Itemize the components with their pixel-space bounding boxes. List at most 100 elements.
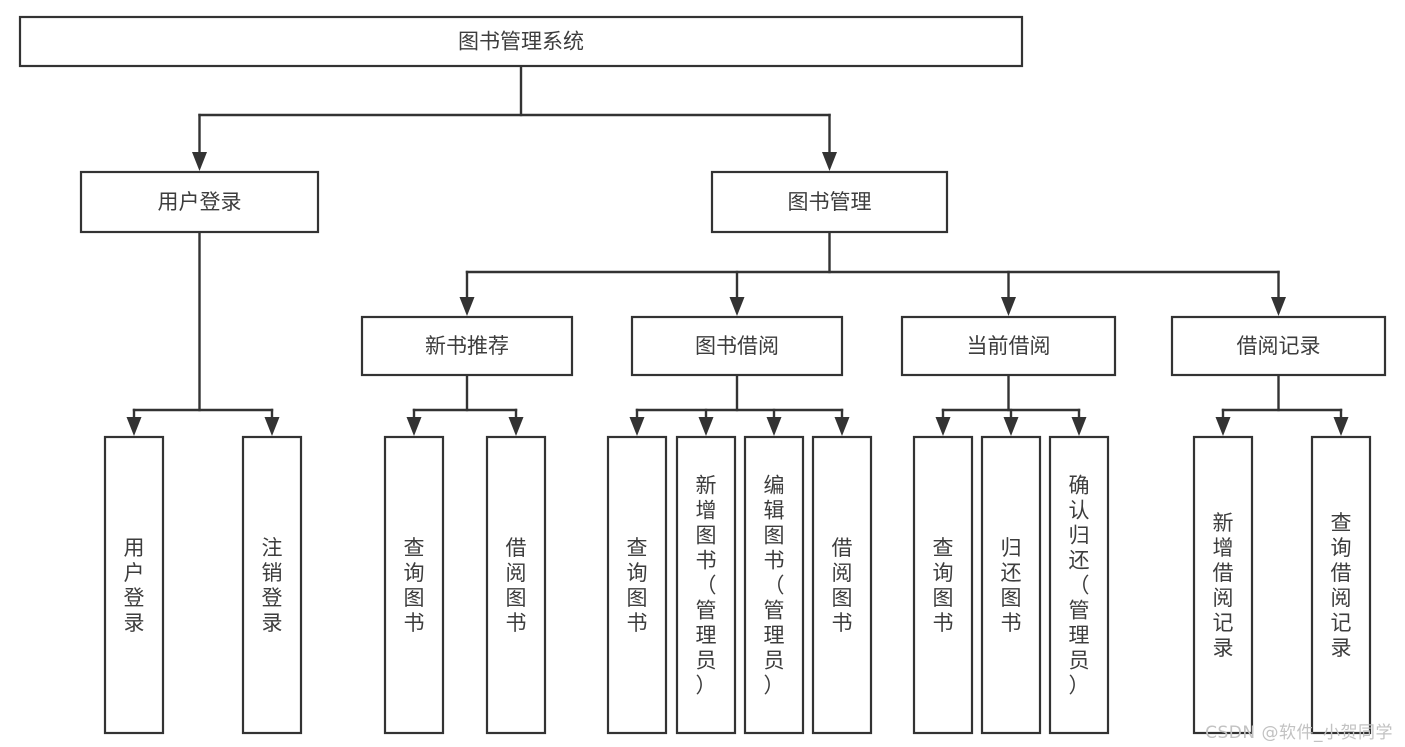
node-box[interactable] [1170, 315, 1387, 377]
node-box[interactable] [103, 435, 165, 735]
node-n3c[interactable]: 当前借阅 [900, 315, 1117, 377]
node-label-char: （ [1069, 574, 1090, 598]
node-box[interactable] [18, 15, 1024, 68]
arrow-head-icon [406, 417, 422, 436]
node-label-char: 图 [696, 524, 717, 548]
node-label-char: 归 [1001, 536, 1022, 560]
node-box[interactable] [675, 435, 737, 735]
node-label-char: 阅 [1331, 586, 1352, 610]
connector-group-n3d [1215, 373, 1349, 436]
node-label: 用户登录 [124, 536, 145, 635]
node-L09[interactable]: 查询图书 [912, 435, 974, 735]
node-L12[interactable]: 新增借阅记录 [1192, 435, 1254, 735]
node-label-char: 理 [764, 624, 785, 648]
node-box[interactable] [811, 435, 873, 735]
node-label: 查询图书 [404, 536, 425, 635]
node-box[interactable] [912, 435, 974, 735]
node-n2b[interactable]: 图书管理 [710, 170, 949, 234]
arrow-head-icon [935, 417, 951, 436]
csdn-watermark: CSDN @软件_小贺同学 [1205, 723, 1393, 743]
node-L10[interactable]: 归还图书 [980, 435, 1042, 735]
node-label-char: ） [764, 674, 785, 698]
node-label-char: 归 [1069, 524, 1090, 548]
node-label-char: ） [696, 674, 717, 698]
node-label-char: 理 [696, 624, 717, 648]
node-label-char: 录 [1331, 636, 1352, 660]
node-label-char: 还 [1001, 561, 1022, 585]
node-label-char: 辑 [764, 499, 785, 523]
node-label: 借阅记录 [1237, 334, 1321, 358]
arrow-head-icon [766, 417, 782, 436]
node-label: 注销登录 [262, 536, 283, 635]
connector-group-n2a [126, 230, 280, 436]
node-L11[interactable]: 确认归还（管理员） [1048, 435, 1110, 735]
node-L03[interactable]: 查询图书 [383, 435, 445, 735]
arrow-head-icon [729, 297, 745, 316]
node-L02[interactable]: 注销登录 [241, 435, 303, 735]
node-L05[interactable]: 查询图书 [606, 435, 668, 735]
node-label: 借阅图书 [506, 536, 527, 635]
node-box[interactable] [360, 315, 574, 377]
node-box[interactable] [606, 435, 668, 735]
node-n3b[interactable]: 图书借阅 [630, 315, 844, 377]
node-label-char: 查 [933, 536, 954, 560]
node-L13[interactable]: 查询借阅记录 [1310, 435, 1372, 735]
node-label: 确认归还（管理员） [1069, 474, 1090, 698]
node-L08[interactable]: 借阅图书 [811, 435, 873, 735]
arrow-head-icon [698, 417, 714, 436]
node-box[interactable] [743, 435, 805, 735]
node-root[interactable]: 图书管理系统 [18, 15, 1024, 68]
node-box[interactable] [1192, 435, 1254, 735]
node-label-char: 管 [696, 599, 717, 623]
node-box[interactable] [241, 435, 303, 735]
arrow-head-icon [126, 417, 142, 436]
node-n3d[interactable]: 借阅记录 [1170, 315, 1387, 377]
node-label: 编辑图书（管理员） [764, 474, 785, 698]
node-label-char: （ [696, 574, 717, 598]
node-box[interactable] [900, 315, 1117, 377]
connector-group-root [192, 64, 837, 171]
node-box[interactable] [79, 170, 320, 234]
arrow-head-icon [822, 152, 837, 171]
node-n2a[interactable]: 用户登录 [79, 170, 320, 234]
connector-group-n3a [406, 373, 524, 436]
node-label-char: 书 [832, 611, 853, 635]
node-label: 新增图书（管理员） [696, 474, 717, 698]
node-box[interactable] [1310, 435, 1372, 735]
node-L01[interactable]: 用户登录 [103, 435, 165, 735]
node-label-char: 询 [1331, 536, 1352, 560]
node-label-char: 阅 [506, 561, 527, 585]
node-label: 查询图书 [933, 536, 954, 635]
node-L06[interactable]: 新增图书（管理员） [675, 435, 737, 735]
node-label: 借阅图书 [832, 536, 853, 635]
node-box[interactable] [383, 435, 445, 735]
node-label-char: 图 [832, 586, 853, 610]
node-box[interactable] [710, 170, 949, 234]
node-label-char: 确 [1069, 474, 1090, 498]
node-n3a[interactable]: 新书推荐 [360, 315, 574, 377]
node-label-char: 增 [1213, 536, 1234, 560]
node-box[interactable] [630, 315, 844, 377]
node-label: 查询借阅记录 [1331, 511, 1352, 660]
node-label-char: 书 [933, 611, 954, 635]
node-L04[interactable]: 借阅图书 [485, 435, 547, 735]
node-label-char: 增 [696, 499, 717, 523]
node-label-char: 书 [404, 611, 425, 635]
node-label-char: 书 [506, 611, 527, 635]
node-box[interactable] [980, 435, 1042, 735]
node-label-char: 询 [627, 561, 648, 585]
node-label-char: （ [764, 574, 785, 598]
node-box[interactable] [485, 435, 547, 735]
connector-layer [126, 64, 1349, 436]
node-label-char: ） [1069, 674, 1090, 698]
node-label-char: 管 [1069, 599, 1090, 623]
node-box[interactable] [1048, 435, 1110, 735]
node-L07[interactable]: 编辑图书（管理员） [743, 435, 805, 735]
node-label-char: 户 [124, 561, 145, 585]
connector-group-n3b [629, 373, 850, 436]
node-label-char: 录 [124, 611, 145, 635]
connector-group-n2b [459, 230, 1286, 316]
node-label-char: 查 [1331, 511, 1352, 535]
